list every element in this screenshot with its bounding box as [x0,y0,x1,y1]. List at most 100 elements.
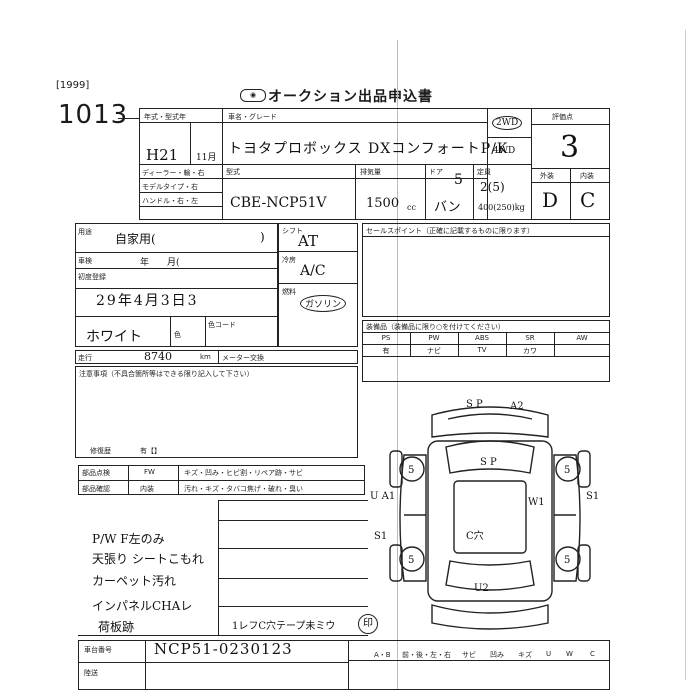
chassis-value: NCP51-0230123 [154,640,293,658]
shift-label: シフト [282,227,303,235]
door-label: ドア [429,168,443,176]
wheel-front-right [555,456,581,482]
note-item: 1レフC穴テープ未ミウ [232,621,336,632]
form-title: オークション出品申込書 [268,89,433,105]
car-roof [453,480,527,554]
wheel-mark: 5 [408,465,414,476]
divider [278,251,358,253]
mileage-label: 走行 [78,354,92,362]
repair-label: 修復歴 [90,447,111,455]
type-code-value: CBE-NCP51V [230,195,327,211]
bottom-label: W [566,650,573,658]
wheel-rear-right [555,546,581,572]
bottom-label: 前・後・左・右 [402,651,451,659]
chassis-label: 車台番号 [84,646,112,654]
parts-check-label: 部品点検 [82,469,110,477]
mark-sp-center: S P [480,457,497,468]
car-front-inner [447,413,533,420]
lot-number: 1013 [58,100,129,130]
body-value: バン [434,200,461,215]
note-item: 荷板跡 [98,620,135,634]
divider [170,316,172,347]
divider [218,500,220,635]
divider [554,332,556,356]
dealer-label: ディーラー・輸・右 [142,169,205,177]
scan-line [397,40,398,690]
divider [75,268,278,270]
divider [78,662,348,664]
bottom-label: C [590,650,595,658]
car-rear-window [445,560,535,591]
divider [218,548,368,550]
divider [531,124,610,126]
bottom-label: 凹み [490,651,504,659]
car-front-outline [431,406,549,438]
divider [362,344,610,346]
divider [222,178,487,180]
mark-s1-right: S1 [586,491,599,502]
divider [190,122,192,164]
divider [348,640,350,690]
divider [222,122,487,124]
sales-point-label: セールスポイント（正確に記載するものに限ります） [366,227,534,235]
divider [75,252,278,254]
car-grade-label: 車名・グレード [228,113,277,121]
divider [362,236,610,238]
noted-label: 注意事項（不具合箇所等はできる限り記入して下さい） [79,370,254,378]
mark-w1: W1 [528,497,545,508]
equip-aw: AW [576,334,588,342]
divider [218,578,368,580]
mark-u2: U2 [474,583,489,594]
wheel-rear-left [399,546,425,572]
equip-navi: ナビ [427,347,441,355]
transport-label: 陸送 [84,669,98,677]
notes-block [75,366,358,458]
repair-value: 有【】 [140,447,161,455]
equipment-label: 装備品（装備品に限り○を付けてください） [366,323,505,331]
divider [278,283,358,285]
scan-line [685,30,686,680]
logo-icon: ◉ [240,89,266,102]
bottom-label: サビ [462,651,476,659]
naishou-items: 汚れ・キズ・タバコ焦げ・破れ・臭い [184,485,303,493]
divider [139,122,222,124]
divider [362,356,610,358]
int-grade-value: C [580,188,596,212]
equip-ari: 有 [382,347,390,355]
note-item: カーペット汚れ [92,574,177,588]
mileage-meter: メーター交換 [222,354,264,362]
handle-label: ハンドル・右・左 [142,197,198,205]
wheel-front-left [399,456,425,482]
divider [348,660,610,662]
sales-point-block [362,223,610,317]
divider [425,164,427,220]
shift-value: AT [298,232,319,250]
registration-value: 29年4月3日3 [96,293,199,309]
bottom-label: A・B [374,651,391,659]
divider [362,332,610,334]
equip-tv: TV [477,346,487,354]
divider [128,465,130,495]
era-value: H21 [146,146,179,164]
color-value: ホワイト [86,329,142,345]
note-item: 天張り シートこもれ [92,552,204,566]
divider [139,164,531,166]
equip-sr: SR [525,334,535,342]
spec-column [278,223,358,347]
stamp-icon: 印 [358,614,378,634]
divider [570,168,572,220]
divider [205,316,207,347]
drive-4wd: 4WD [493,146,516,156]
divider [75,316,278,318]
wheel-mark: 5 [408,555,414,566]
color-label: 色 [174,331,181,339]
side-skirt-left [389,544,403,582]
purpose-label: 用途 [78,228,92,236]
mark-sp-top: S P [466,399,483,410]
model-class-label: モデルタイプ・右 [142,183,198,191]
purpose-value: 自家用( [115,232,156,246]
aircon-value: A/C [300,263,326,279]
car-windshield [445,440,535,474]
displacement-value: 1500 [366,196,400,211]
car-damage-diagram: S P A2 S P U A1 W1 S1 S1 C穴 U2 5 5 5 5 [370,399,599,630]
